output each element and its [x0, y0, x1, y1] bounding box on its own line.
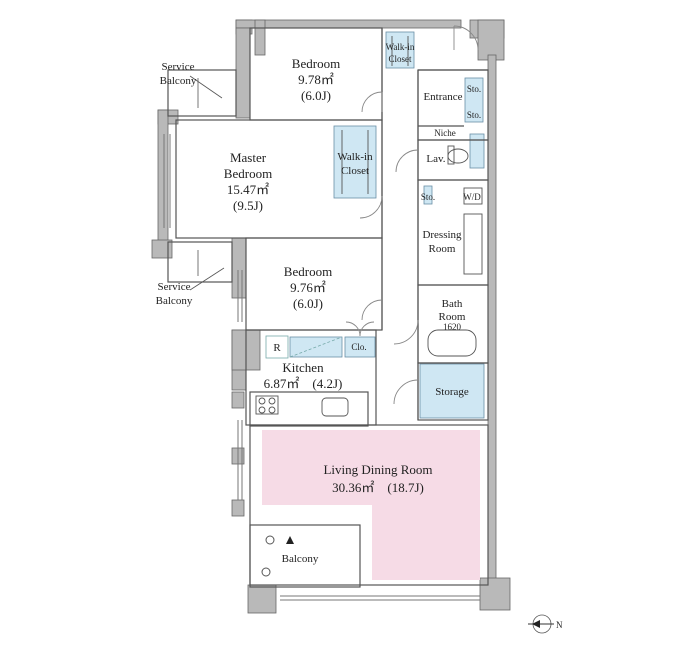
bedroom-top-size: (6.0J)	[301, 88, 331, 103]
room-labels: Bedroom 9.78㎡ (6.0J) Walk-in Closet Mast…	[156, 42, 482, 565]
interior-walls	[167, 27, 489, 588]
kitchen-area: 6.87㎡ (4.2J)	[264, 376, 343, 391]
bath-label-2: Room	[439, 311, 466, 323]
balcony-marker-icon	[286, 536, 294, 544]
walkin-master-sub: Closet	[341, 165, 369, 177]
bedroom-top-name: Bedroom	[292, 56, 340, 71]
bath-size: 1620	[443, 322, 462, 332]
fixtures	[255, 36, 483, 417]
closet-fills	[289, 31, 485, 419]
dressing-label-2: Room	[429, 243, 456, 255]
niche-label: Niche	[434, 128, 456, 138]
bath-label-1: Bath	[442, 298, 463, 310]
service-balcony-top-2: Balcony	[160, 75, 197, 87]
sto-label-2: Sto.	[467, 110, 481, 120]
lav-label: Lav.	[426, 153, 445, 165]
windows	[163, 78, 480, 601]
sto-label-3: Sto.	[421, 192, 435, 202]
walkin-top-sub: Closet	[388, 54, 412, 64]
leader-line	[189, 267, 225, 291]
dressing-label-1: Dressing	[422, 229, 462, 241]
fridge-label: R	[273, 342, 281, 354]
living-dining-fill	[262, 430, 480, 580]
leader-line	[189, 75, 223, 99]
balcony-drain-icon	[261, 567, 271, 577]
bedroom-mid-name: Bedroom	[284, 264, 332, 279]
balcony-label: Balcony	[282, 553, 319, 565]
kitchen-diagonal	[265, 335, 343, 359]
ldr-name: Living Dining Room	[323, 462, 432, 477]
master-name2: Bedroom	[224, 166, 272, 181]
bedroom-top-area: 9.78㎡	[298, 72, 334, 87]
master-name: Master	[230, 150, 267, 165]
compass-icon: N	[528, 614, 563, 634]
walkin-top-label: Walk-in	[386, 42, 415, 52]
bedroom-mid-size: (6.0J)	[293, 296, 323, 311]
walkin-master-label: Walk-in	[337, 151, 373, 163]
wd-label: W/D	[463, 192, 481, 202]
door-swings	[345, 25, 479, 405]
kitchen-name: Kitchen	[282, 360, 324, 375]
storage-label: Storage	[435, 386, 469, 398]
structural-walls	[151, 19, 511, 614]
clo-label: Clo.	[351, 342, 366, 352]
sto-label-1: Sto.	[467, 84, 481, 94]
master-area: 15.47㎡	[227, 182, 269, 197]
ldr-area: 30.36㎡ (18.7J)	[332, 480, 424, 495]
service-balcony-top-1: Service	[162, 61, 195, 73]
service-balcony-bottom-1: Service	[158, 281, 191, 293]
compass-label: N	[556, 620, 563, 630]
balcony-drain-icon	[265, 535, 275, 545]
service-balcony-bottom-2: Balcony	[156, 295, 193, 307]
entrance-label: Entrance	[423, 91, 462, 103]
master-size: (9.5J)	[233, 198, 263, 213]
bedroom-mid-area: 9.76㎡	[290, 280, 326, 295]
